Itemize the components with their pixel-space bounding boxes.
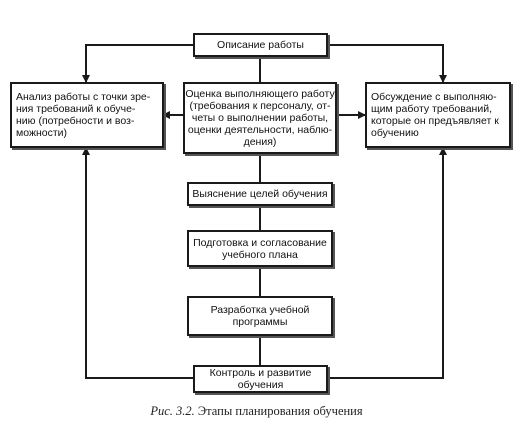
box-program-dev-line: программы — [232, 316, 288, 328]
box-work-analysis-line: Анализ работы с точки зре- — [16, 91, 151, 103]
box-performer-evaluation-line: Оценка выполняющего работу — [185, 88, 335, 100]
figure-title: Этапы планирования обучения — [197, 404, 363, 418]
box-work-analysis: Анализ работы с точки зре- ния требовани… — [10, 82, 164, 148]
box-curriculum-prep-line: Подготовка и согласование — [193, 236, 327, 249]
box-training-goals: Выяснение целей обучения — [187, 182, 333, 206]
connector-bottom-left — [82, 147, 193, 379]
box-control-line: Контроль и развитие — [209, 367, 312, 379]
box-performer-evaluation-line: дения) — [243, 136, 277, 148]
box-performer-evaluation-line: (требования к персоналу, от- — [189, 100, 331, 112]
box-performer-evaluation-line: оценки деятельности, наблю- — [187, 124, 333, 136]
box-discussion-line: щим работу требований, — [371, 103, 493, 115]
connector-bottom-right — [327, 147, 447, 379]
box-control: Контроль и развитие обучения — [193, 365, 328, 393]
box-program-dev: Разработка учебной программы — [187, 296, 333, 336]
box-work-analysis-line: можности) — [16, 127, 68, 139]
box-performer-evaluation: Оценка выполняющего работу (требования к… — [183, 82, 337, 154]
connector-top-right — [327, 44, 447, 83]
box-work-analysis-line: нию (потребности и воз- — [16, 115, 135, 127]
box-training-goals-line: Выяснение целей обучения — [192, 188, 328, 200]
box-work-analysis-line: ния требований к обуче- — [16, 103, 136, 115]
box-job-description-line: Описание работы — [217, 39, 304, 51]
figure-number: Рис. 3.2. — [150, 404, 195, 418]
box-job-description: Описание работы — [193, 33, 328, 57]
box-discussion-line: обучению — [371, 127, 419, 139]
box-control-line: обучения — [237, 379, 284, 391]
figure-caption: Рис. 3.2. Этапы планирования обучения — [0, 404, 513, 419]
box-discussion-line: Обсуждение с выполняю- — [371, 91, 497, 103]
connector-top-left — [82, 44, 193, 83]
box-program-dev-line: Разработка учебной — [210, 304, 310, 316]
box-curriculum-prep: Подготовка и согласование учебного плана — [187, 230, 333, 267]
box-discussion-line: которые он предъявляет к — [371, 115, 499, 127]
box-curriculum-prep-line: учебного плана — [222, 248, 298, 261]
box-discussion: Обсуждение с выполняю- щим работу требов… — [365, 82, 511, 148]
box-performer-evaluation-line: четы о выполнении работы, — [191, 112, 329, 124]
